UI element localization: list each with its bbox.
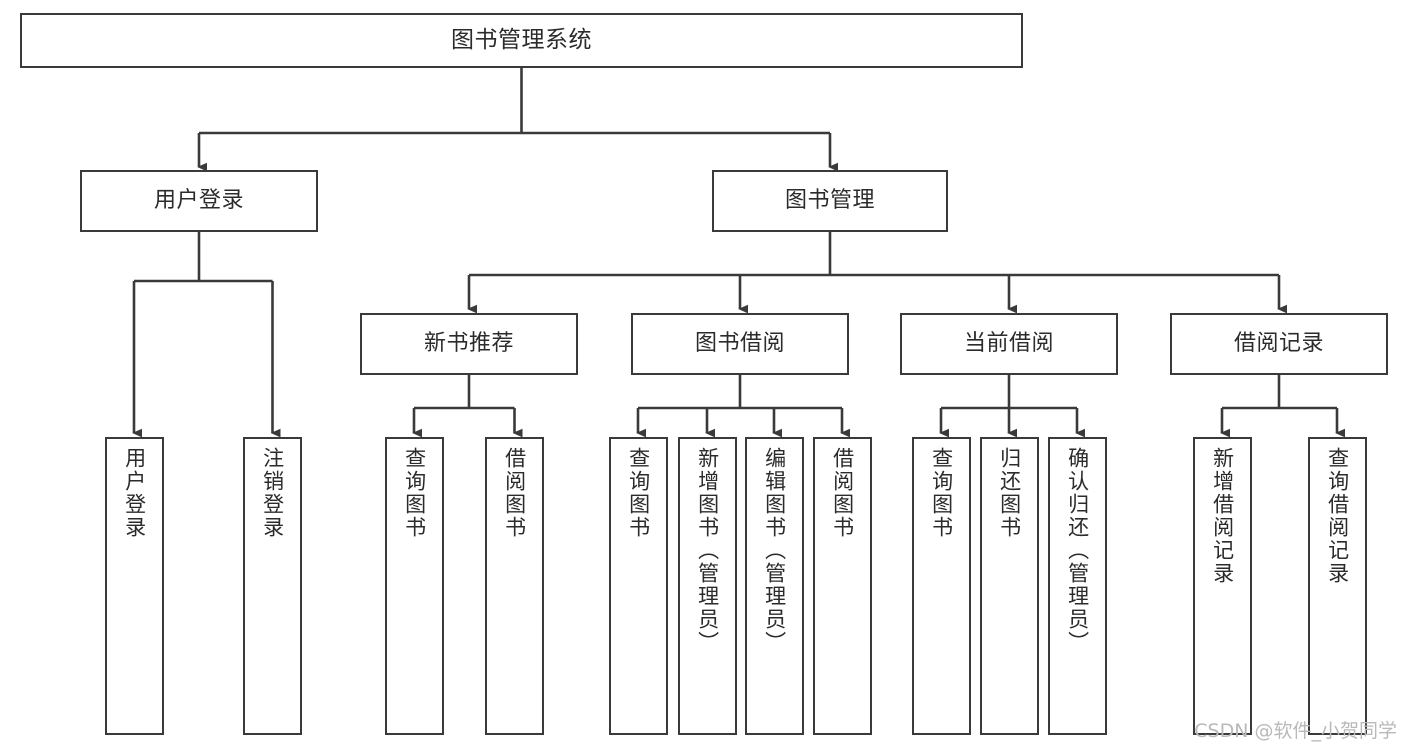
node-leaf-borrowrecord-query-record[interactable]: 查询借阅记录 <box>1308 437 1367 735</box>
node-new-book-recommend[interactable]: 新书推荐 <box>360 313 578 375</box>
node-label: 用户登录 <box>153 187 244 213</box>
node-label: 查询图书 <box>402 447 427 539</box>
node-leaf-user-login-login[interactable]: 用户登录 <box>105 437 164 735</box>
node-user-login[interactable]: 用户登录 <box>80 170 318 232</box>
node-label: 归还图书 <box>997 447 1022 539</box>
node-label: 查询图书 <box>929 447 954 539</box>
node-leaf-bookborrow-add-book[interactable]: 新增图书（管理员） <box>678 437 737 735</box>
node-label: 新增借阅记录 <box>1210 447 1235 585</box>
node-book-management[interactable]: 图书管理 <box>712 170 948 232</box>
node-label: 用户登录 <box>122 447 147 539</box>
node-leaf-newbook-borrow-book[interactable]: 借阅图书 <box>485 437 544 735</box>
node-current-borrow[interactable]: 当前借阅 <box>900 313 1118 375</box>
node-label: 借阅记录 <box>1233 330 1324 356</box>
node-label: 注销登录 <box>260 447 285 539</box>
node-label: 图书借阅 <box>694 330 785 356</box>
node-leaf-user-login-logout[interactable]: 注销登录 <box>243 437 302 735</box>
node-label: 图书管理 <box>784 187 875 213</box>
node-leaf-currentborrow-return-book[interactable]: 归还图书 <box>980 437 1039 735</box>
node-leaf-currentborrow-query-book[interactable]: 查询图书 <box>912 437 971 735</box>
node-borrow-record[interactable]: 借阅记录 <box>1170 313 1388 375</box>
node-leaf-currentborrow-confirm-return[interactable]: 确认归还（管理员） <box>1048 437 1107 735</box>
node-label: 查询借阅记录 <box>1325 447 1350 585</box>
node-root-book-management-system[interactable]: 图书管理系统 <box>20 13 1023 68</box>
node-label: 新增图书（管理员） <box>695 447 720 654</box>
node-label: 确认归还（管理员） <box>1065 447 1090 654</box>
node-label: 查询图书 <box>626 447 651 539</box>
node-leaf-borrowrecord-add-record[interactable]: 新增借阅记录 <box>1193 437 1252 735</box>
node-label: 借阅图书 <box>502 447 527 539</box>
node-label: 当前借阅 <box>963 330 1054 356</box>
csdn-watermark: CSDN @软件_小贺同学 <box>1194 720 1397 742</box>
node-leaf-newbook-query-book[interactable]: 查询图书 <box>385 437 444 735</box>
node-leaf-bookborrow-query-book[interactable]: 查询图书 <box>609 437 668 735</box>
node-book-borrow[interactable]: 图书借阅 <box>631 313 849 375</box>
node-label: 新书推荐 <box>423 330 514 356</box>
node-leaf-bookborrow-edit-book[interactable]: 编辑图书（管理员） <box>745 437 804 735</box>
node-label: 编辑图书（管理员） <box>762 447 787 654</box>
node-label: 借阅图书 <box>830 447 855 539</box>
node-label: 图书管理系统 <box>451 26 592 53</box>
node-leaf-bookborrow-borrow-book[interactable]: 借阅图书 <box>813 437 872 735</box>
